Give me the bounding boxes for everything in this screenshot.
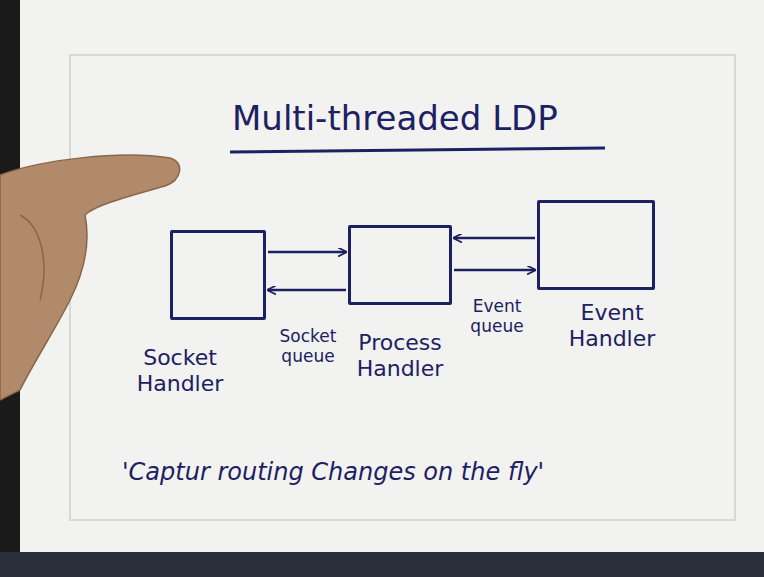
box-outline bbox=[170, 230, 266, 320]
queue-arrow bbox=[268, 289, 346, 292]
queue-arrow bbox=[454, 269, 535, 272]
title: Multi-threaded LDP bbox=[232, 98, 558, 138]
title-underline bbox=[230, 148, 605, 152]
box-label: Event Handler bbox=[547, 300, 677, 353]
queue-label: Socket queue bbox=[266, 326, 350, 367]
handler-box: Event Handler bbox=[537, 200, 655, 290]
caption: 'Captur routing Changes on the fly' bbox=[122, 458, 544, 486]
queue-arrow bbox=[268, 251, 346, 254]
queue-label: Event queue bbox=[454, 296, 540, 337]
paper-frame bbox=[70, 55, 735, 520]
box-outline bbox=[348, 225, 452, 305]
box-label: Socket Handler bbox=[115, 345, 245, 398]
dark-edge bbox=[0, 552, 764, 577]
box-outline bbox=[537, 200, 655, 290]
box-label: Process Handler bbox=[335, 330, 465, 383]
handler-box: Socket Handler bbox=[170, 230, 266, 320]
handler-box: Process Handler bbox=[348, 225, 452, 305]
finger-crease bbox=[20, 215, 44, 300]
queue-arrow bbox=[454, 237, 535, 240]
